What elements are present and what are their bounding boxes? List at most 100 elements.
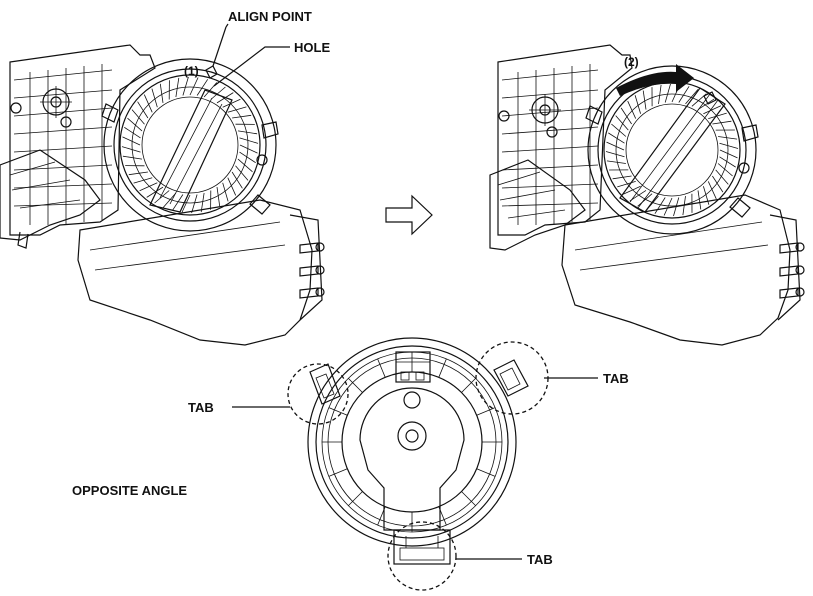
hole-leader <box>213 46 290 87</box>
fan-blade <box>239 144 258 154</box>
fan-blade <box>227 177 237 196</box>
fan-blade <box>712 120 732 125</box>
fan-blade <box>605 151 625 158</box>
fan-blade <box>620 107 632 125</box>
fan-blade <box>182 76 189 96</box>
fan-blade <box>200 192 205 213</box>
fan-blade <box>707 181 717 200</box>
fan-blade <box>196 79 209 96</box>
fan-blade <box>137 101 149 119</box>
fan-blade <box>189 77 199 96</box>
fan-blade <box>239 137 259 144</box>
fan-blade <box>175 77 180 98</box>
motor-spokes <box>322 352 502 532</box>
fan-blade <box>703 105 722 115</box>
bottom-tab-highlight <box>387 521 457 591</box>
fan-blade <box>606 160 626 164</box>
fan-blade <box>222 182 229 202</box>
fan-blade <box>227 106 247 113</box>
fan-blade <box>717 163 733 177</box>
step-2-label: (2) <box>624 55 639 69</box>
fan-blade <box>608 132 625 144</box>
fan-blade <box>697 98 715 110</box>
fan-blade <box>237 158 253 173</box>
fan-blade <box>617 181 636 188</box>
hollow-right-arrow-icon <box>385 194 433 236</box>
fan-blade <box>124 126 141 139</box>
fan-blade <box>146 186 164 198</box>
fan-blade <box>162 192 177 208</box>
housing-before-rotation <box>0 44 325 346</box>
tab-label-left: TAB <box>188 400 214 415</box>
motor-spoke <box>348 491 363 506</box>
fan-blade <box>122 136 141 146</box>
curved-rotation-arrow-icon <box>616 64 694 96</box>
fan-blade <box>622 185 641 195</box>
step-1-label: (1) <box>184 64 199 78</box>
fan-blade <box>615 115 629 131</box>
fan-blade <box>122 155 143 160</box>
right-tab <box>493 359 529 397</box>
fan-blade <box>127 117 143 132</box>
screw-mark <box>40 86 72 118</box>
fan-blade <box>612 175 632 180</box>
fan-blade <box>159 83 164 103</box>
fan-blade <box>658 84 662 104</box>
fan-blade <box>232 114 252 119</box>
motor-spoke <box>377 358 386 378</box>
fan-blade <box>611 123 627 137</box>
motor-spoke <box>461 378 476 393</box>
motor-spoke <box>438 358 447 378</box>
fan-blade <box>131 109 145 125</box>
fan-blade <box>718 136 738 140</box>
fan-blade <box>719 156 736 168</box>
fan-blade <box>143 94 153 113</box>
motor-spoke <box>348 378 363 393</box>
fan-blade <box>712 175 724 193</box>
fan-blade <box>128 171 148 176</box>
opposite-angle-label: OPPOSITE ANGLE <box>72 483 187 498</box>
fan-blade <box>235 165 249 181</box>
fan-blade <box>231 171 243 189</box>
fan-blade <box>133 177 153 184</box>
fan-blade <box>121 146 141 153</box>
fan-blade <box>210 86 226 100</box>
align-point-label: ALIGN POINT <box>228 9 312 24</box>
blower-motor-ring-left <box>101 58 279 232</box>
fan-blade <box>222 98 241 108</box>
left-tab <box>309 363 341 405</box>
screw-mark-right <box>529 94 561 126</box>
right-tab-highlight <box>475 341 549 415</box>
housing-after-rotation <box>489 44 805 346</box>
motor-spoke <box>328 468 348 477</box>
fan-blade <box>703 186 710 205</box>
fan-blade <box>237 130 258 135</box>
fan-blade <box>663 197 673 216</box>
fan-blade <box>191 194 198 214</box>
motor-spoke <box>461 491 476 506</box>
align-point-leader <box>212 26 227 67</box>
bottom-tab-block <box>393 529 451 565</box>
fan-blade <box>682 196 686 216</box>
tab-label-right: TAB <box>603 371 629 386</box>
fan-blade <box>654 197 666 214</box>
left-tab-highlight <box>287 363 349 425</box>
fan-blade <box>637 193 653 207</box>
fan-blade <box>719 149 738 159</box>
fan-blade <box>151 88 158 108</box>
top-connector <box>395 351 431 383</box>
fan-blade <box>139 182 158 192</box>
fan-blade <box>719 142 739 149</box>
fan-blade <box>627 100 637 119</box>
fan-blade <box>154 190 170 204</box>
fan-blade <box>664 83 671 103</box>
housing-bolts <box>299 242 325 299</box>
fan-blade <box>642 90 647 110</box>
fan-blade <box>606 141 625 151</box>
motor-spoke <box>476 407 496 416</box>
fan-blade <box>697 190 702 210</box>
housing-grid <box>13 64 113 225</box>
fan-blade <box>715 169 729 185</box>
fan-blade <box>171 194 184 211</box>
